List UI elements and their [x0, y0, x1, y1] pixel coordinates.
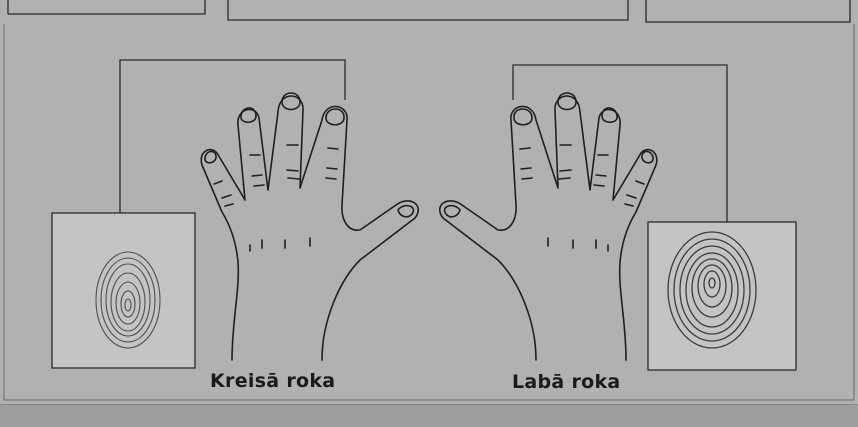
bottom-strip — [0, 404, 858, 427]
right-fingerprint-box — [648, 222, 796, 370]
right-hand-label: Labā roka — [512, 371, 621, 393]
right-hand-icon — [440, 93, 657, 360]
left-hand-label: Kreisā roka — [210, 370, 335, 392]
left-fingerprint-box — [52, 213, 195, 368]
left-hand-icon — [201, 93, 418, 360]
